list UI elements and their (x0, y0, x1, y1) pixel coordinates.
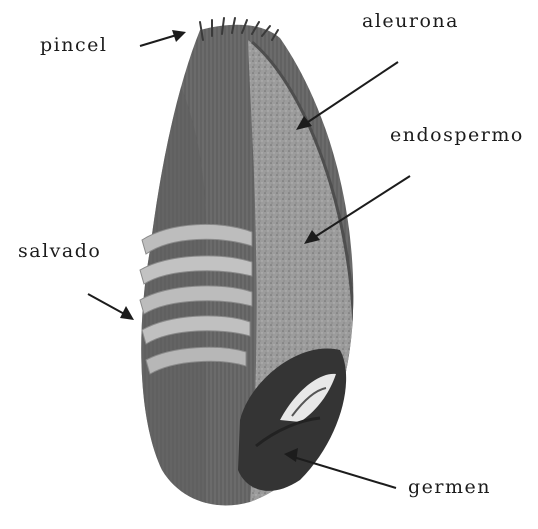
salvado-arrow (88, 294, 134, 320)
label-aleurona: aleurona (362, 10, 459, 32)
label-pincel: pincel (40, 34, 107, 56)
label-endospermo: endospermo (390, 124, 524, 146)
label-salvado: salvado (18, 240, 101, 262)
pincel-arrow (140, 30, 186, 46)
label-germen: germen (408, 476, 491, 498)
